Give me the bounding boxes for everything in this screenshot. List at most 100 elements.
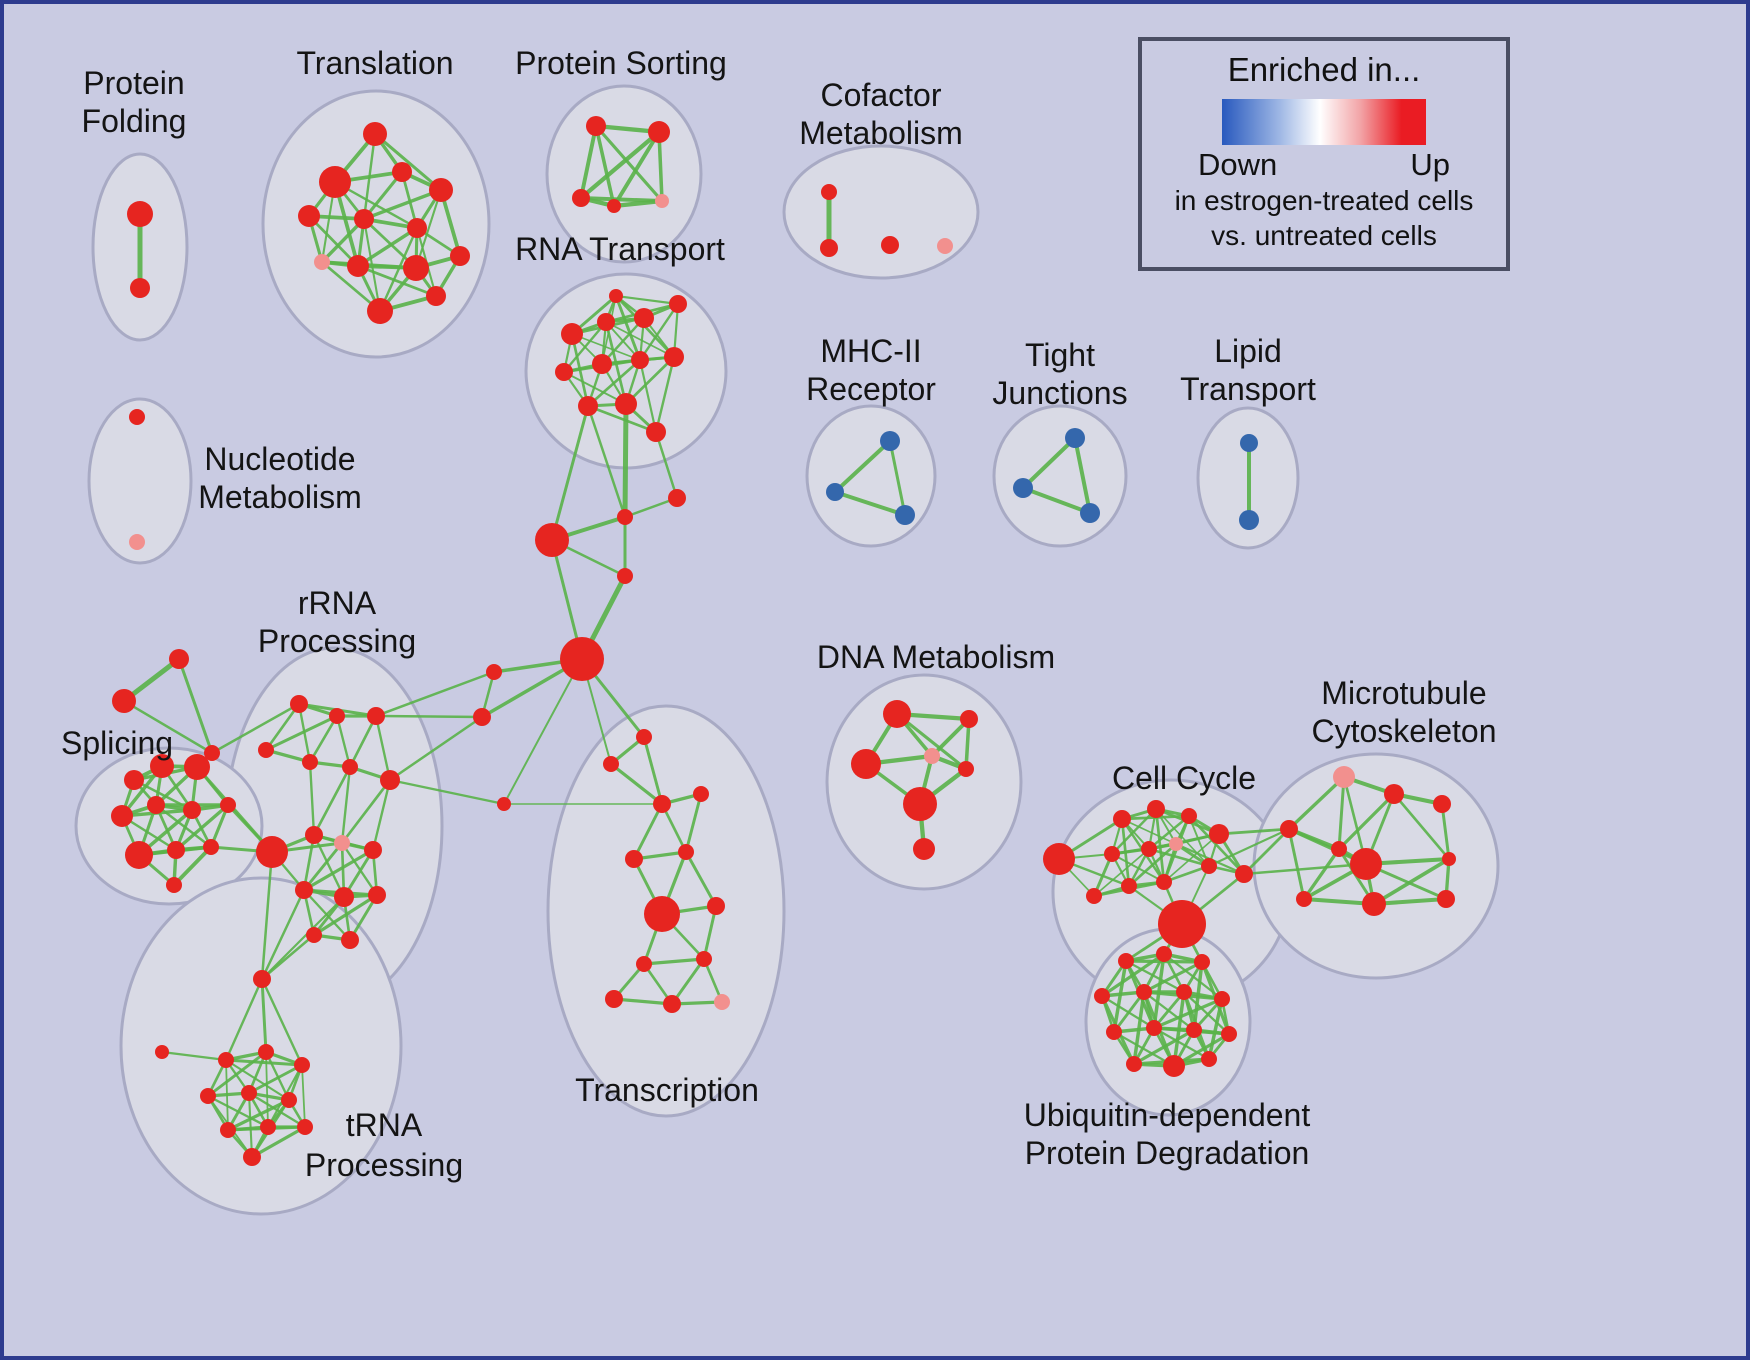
- network-edge: [1147, 847, 1211, 868]
- network-edge: [206, 1050, 268, 1098]
- network-node-rt2: [561, 323, 583, 345]
- network-edge: [833, 439, 892, 494]
- network-edge: [312, 765, 352, 837]
- network-node-tr8: [220, 1122, 236, 1138]
- network-edge: [1110, 807, 1158, 856]
- network-edge: [605, 321, 675, 358]
- network-node-tr10: [297, 1119, 313, 1135]
- network-node-sp10: [203, 839, 219, 855]
- network-node-mh1: [880, 431, 900, 451]
- legend-ends-row: Down Up: [1198, 147, 1450, 183]
- network-node-rt3: [597, 313, 615, 331]
- network-edge: [1302, 847, 1341, 901]
- network-node-cc1: [1043, 843, 1075, 875]
- network-node-tn13: [426, 286, 446, 306]
- network-edge: [895, 712, 968, 771]
- network-node-rt11: [615, 393, 637, 415]
- cluster-ellipse-nucleotide-metabolism: [87, 397, 193, 565]
- network-node-f2: [112, 689, 136, 713]
- network-node-cc8: [1169, 837, 1183, 851]
- network-edge: [1337, 792, 1396, 851]
- network-edge: [356, 226, 419, 268]
- network-edge: [224, 1058, 304, 1067]
- network-node-tn4: [429, 178, 453, 202]
- cluster-label-protein-folding: Protein: [83, 65, 184, 101]
- network-edge: [378, 226, 419, 313]
- network-node-rr10: [334, 835, 350, 851]
- network-node-ps3: [572, 189, 590, 207]
- network-node-cc5: [1209, 824, 1229, 844]
- network-edge: [122, 699, 214, 755]
- network-edge: [614, 294, 680, 306]
- network-edge: [888, 439, 907, 517]
- network-node-tr1: [253, 970, 271, 988]
- network-edge: [1182, 990, 1231, 1036]
- network-node-rr13: [334, 887, 354, 907]
- cluster-label-trna-processing: tRNA: [346, 1107, 423, 1143]
- network-edge: [562, 320, 608, 374]
- network-edge: [374, 670, 496, 718]
- network-edge: [638, 358, 658, 434]
- network-node-cc9: [1201, 858, 1217, 874]
- network-edge: [609, 762, 664, 806]
- network-node-sp6: [183, 801, 201, 819]
- network-node-dm1: [883, 700, 911, 728]
- network-edge: [578, 129, 662, 201]
- legend-title: Enriched in...: [1227, 51, 1421, 88]
- cluster-ellipse-cofactor-metabolism: [782, 144, 980, 280]
- network-edge: [654, 430, 679, 500]
- network-edge: [302, 841, 344, 892]
- network-edge: [594, 124, 664, 203]
- network-node-tr4: [294, 1057, 310, 1073]
- network-node-ub8: [1106, 1024, 1122, 1040]
- network-edge: [340, 841, 379, 897]
- network-node-tn10: [403, 255, 429, 281]
- network-edge: [260, 895, 346, 981]
- legend-gradient-bar: [1222, 99, 1426, 145]
- network-node-mc8: [1296, 891, 1312, 907]
- network-node-rt9: [664, 347, 684, 367]
- nodes-layer: [111, 116, 1456, 1166]
- network-edge: [550, 404, 590, 542]
- network-edge: [657, 130, 664, 203]
- network-edge: [1155, 808, 1210, 867]
- network-edge: [1392, 792, 1451, 861]
- network-edge: [833, 490, 907, 517]
- network-edge: [1147, 814, 1191, 851]
- network-edge: [1127, 842, 1178, 888]
- network-edge: [1440, 802, 1451, 861]
- network-node-dm4: [924, 748, 940, 764]
- network-edge: [1372, 857, 1451, 906]
- network-edge: [1152, 997, 1224, 1030]
- network-node-nm2: [129, 534, 145, 550]
- network-node-pf2: [130, 278, 150, 298]
- network-edge: [308, 760, 316, 837]
- network-node-rr2: [329, 708, 345, 724]
- cluster-label-cell-cycle: Cell Cycle: [1112, 760, 1256, 796]
- cluster-label-rna-transport: RNA Transport: [515, 231, 725, 267]
- network-edge: [1093, 848, 1150, 897]
- network-node-mc7: [1442, 852, 1456, 866]
- network-edge: [1287, 775, 1346, 831]
- network-node-sp2: [150, 754, 174, 778]
- network-edge: [702, 904, 718, 961]
- network-node-tn6: [354, 209, 374, 229]
- network-node-rr11: [364, 841, 382, 859]
- network-node-cf4: [937, 238, 953, 254]
- cluster-label-dna-metabolism: DNA Metabolism: [817, 639, 1055, 675]
- network-edge: [1242, 827, 1291, 876]
- network-edge: [160, 1050, 228, 1062]
- network-node-tx4: [693, 786, 709, 802]
- network-edge: [654, 355, 676, 434]
- network-node-mc6: [1350, 848, 1382, 880]
- network-node-cc3: [1147, 800, 1165, 818]
- network-node-mc10: [1437, 890, 1455, 908]
- network-node-tr11: [243, 1148, 261, 1166]
- network-node-lt1: [155, 1045, 169, 1059]
- network-edge: [348, 714, 378, 769]
- network-node-cf3: [881, 236, 899, 254]
- network-node-ub12: [1126, 1056, 1142, 1072]
- network-node-rt10: [578, 396, 598, 416]
- network-node-ub10: [1186, 1022, 1202, 1038]
- network-node-dm5: [958, 761, 974, 777]
